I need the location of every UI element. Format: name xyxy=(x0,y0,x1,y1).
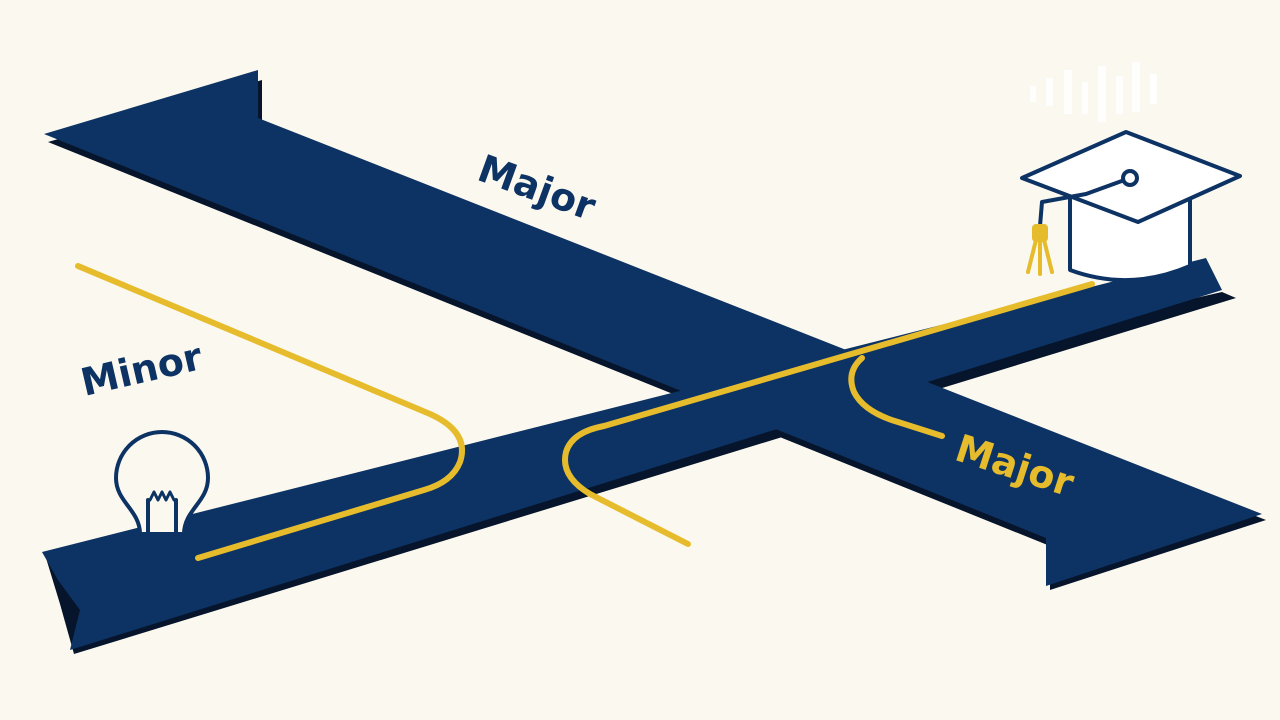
minor-road xyxy=(42,258,1222,650)
major-road xyxy=(44,70,1262,586)
graduation-cap-icon xyxy=(1020,130,1242,282)
tassel xyxy=(1026,224,1054,276)
lightbulb-icon xyxy=(114,430,210,576)
major-branch-path xyxy=(848,355,945,439)
paths xyxy=(75,263,1095,561)
minor-path xyxy=(75,263,465,561)
main-path xyxy=(562,281,1095,547)
skyline-decoration xyxy=(1030,62,1157,122)
